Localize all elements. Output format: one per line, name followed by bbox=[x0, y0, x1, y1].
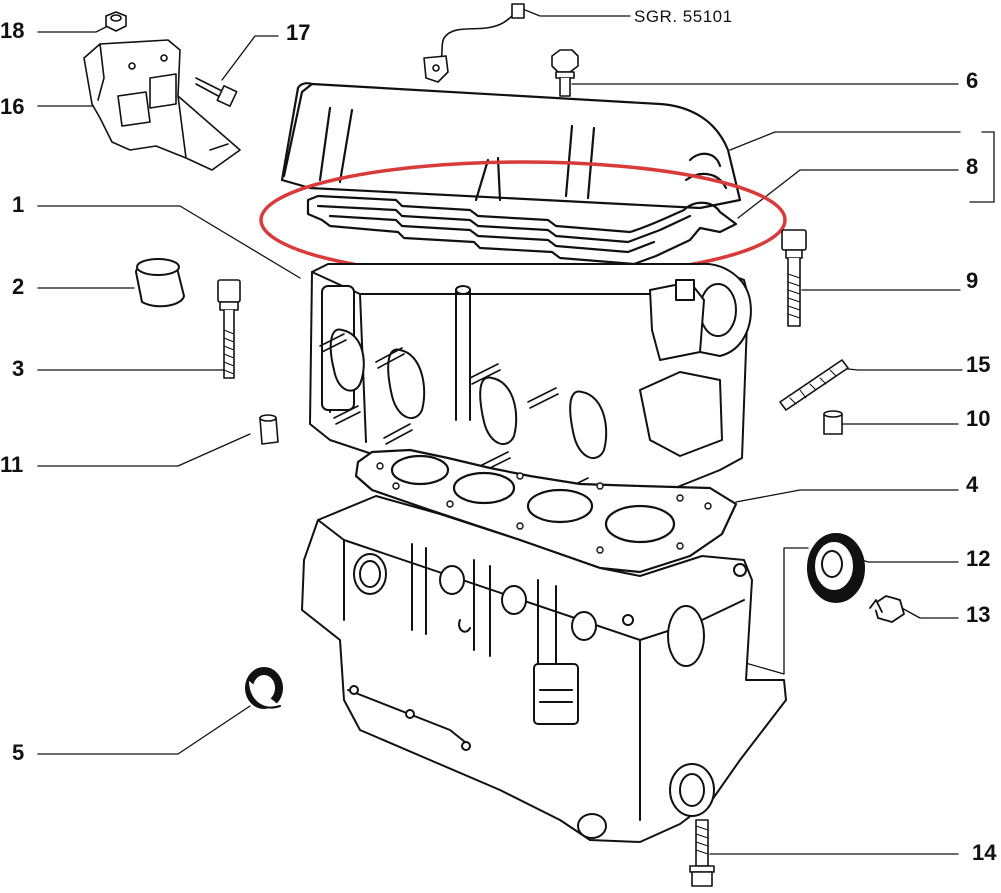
part-2-plug-cap bbox=[135, 258, 185, 308]
part-3-head-bolt bbox=[217, 279, 241, 379]
reference-code: SGR. 55101 bbox=[634, 7, 733, 26]
sensor-part bbox=[423, 3, 525, 83]
callout-9: 9 bbox=[966, 268, 979, 293]
callout-5: 5 bbox=[12, 740, 25, 765]
part-8-cover-gasket bbox=[306, 194, 738, 266]
part-16-bracket bbox=[83, 39, 241, 171]
part-engine-block bbox=[301, 495, 787, 843]
callout-15: 15 bbox=[966, 352, 991, 377]
callout-6: 6 bbox=[966, 68, 979, 93]
part-18-nut bbox=[105, 11, 127, 32]
callout-8: 8 bbox=[966, 154, 979, 179]
callout-10: 10 bbox=[966, 406, 991, 431]
callout-13: 13 bbox=[966, 602, 991, 627]
part-cover-housing bbox=[280, 82, 742, 210]
callout-4: 4 bbox=[966, 472, 979, 497]
callout-12: 12 bbox=[966, 546, 991, 571]
part-9-long-bolt bbox=[781, 229, 807, 327]
callout-17: 17 bbox=[286, 20, 311, 45]
part-11-dowel bbox=[259, 414, 279, 445]
part-1-cylinder-head bbox=[309, 262, 752, 499]
callout-11: 11 bbox=[0, 452, 24, 477]
part-10-bushing bbox=[823, 410, 843, 435]
part-14-bottom-bolt bbox=[689, 819, 715, 887]
callout-2: 2 bbox=[12, 274, 25, 299]
part-17-bolt bbox=[195, 77, 238, 108]
part-12-oil-seal bbox=[807, 533, 865, 603]
part-5-seal-ring bbox=[245, 667, 283, 709]
callout-16: 16 bbox=[0, 94, 25, 119]
part-4-head-gasket bbox=[354, 448, 738, 574]
part-6-screw bbox=[551, 49, 579, 97]
callout-14: 14 bbox=[972, 840, 997, 865]
callout-18: 18 bbox=[0, 18, 25, 43]
part-13-plug bbox=[869, 595, 905, 623]
callout-1: 1 bbox=[12, 192, 25, 217]
callout-3: 3 bbox=[12, 356, 25, 381]
part-15-stud bbox=[779, 359, 849, 411]
